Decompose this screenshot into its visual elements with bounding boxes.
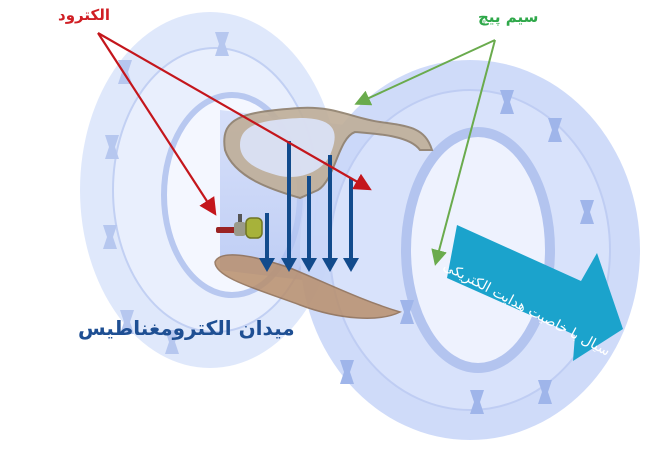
electrode-pointer-arrows — [97, 32, 372, 216]
electrode-label: الکترود — [58, 6, 110, 24]
fluid-flow-arrow — [447, 225, 623, 361]
magnetic-field-label: میدان الکترومغناطیس — [78, 316, 295, 340]
electrode-component — [216, 214, 263, 239]
coil-label: سیم پیچ — [478, 8, 539, 26]
coil-pointer-arrows — [354, 39, 496, 266]
magnetic-field-arrows — [259, 141, 359, 272]
